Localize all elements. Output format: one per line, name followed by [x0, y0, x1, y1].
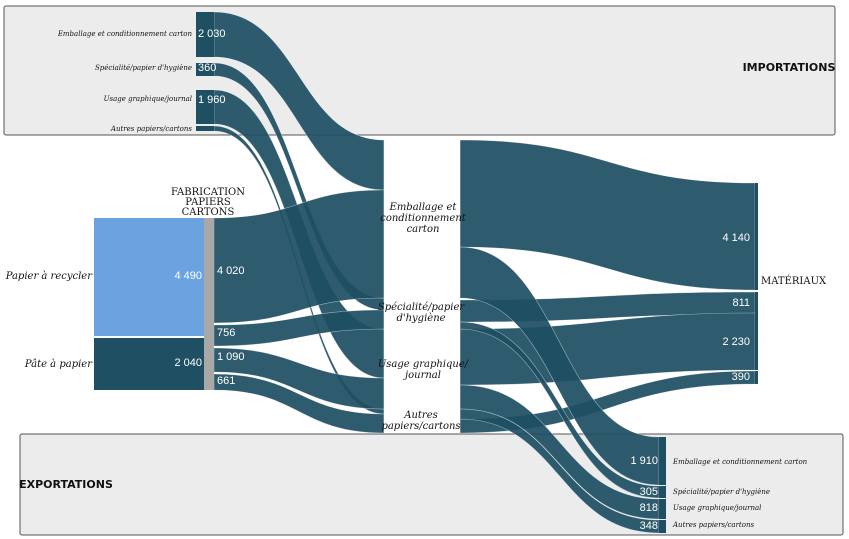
fabrication-header-line1: FABRICATION — [171, 187, 245, 198]
source-label-recycled: Papier à recycler — [5, 271, 94, 282]
fabrication-bar — [204, 218, 214, 390]
materials-label: MATÉRIAUX — [761, 275, 827, 287]
materials-value-2: 811 — [732, 297, 750, 309]
flow-layer — [213, 11, 756, 534]
fabrication-header-line3: CARTONS — [182, 207, 235, 218]
import-label-specialite: Spécialité/papier d'hygiène — [95, 64, 192, 72]
materials-node-1 — [755, 292, 758, 314]
middle-label-specialite-1: Spécialité/papier — [378, 302, 466, 313]
middle-node-0 — [383, 139, 461, 299]
source-label-pulp: Pâte à papier — [24, 359, 93, 370]
node-layer — [94, 12, 758, 533]
export-label-specialite: Spécialité/papier d'hygiène — [673, 488, 770, 496]
import-node-0 — [196, 12, 214, 57]
import-label-graphique: Usage graphique/journal — [104, 95, 192, 103]
export-value-autres: 348 — [640, 520, 658, 532]
flow-fab-autres — [213, 373, 385, 434]
flow-fab-graphique — [213, 347, 385, 410]
import-node-1 — [196, 63, 214, 76]
materials-node-0 — [755, 183, 758, 290]
import-label-emballage: Emballage et conditionnement carton — [57, 30, 193, 38]
export-value-emballage: 1 910 — [630, 455, 658, 467]
exports-panel-title: EXPORTATIONS — [19, 478, 113, 491]
import-value-specialite: 360 — [198, 62, 216, 74]
exports-panel — [19, 433, 844, 536]
middle-node-1 — [383, 297, 461, 330]
flow-fab-emballage — [213, 189, 385, 324]
import-label-autres: Autres papiers/cartons — [110, 125, 192, 133]
fabrication-value-autres: 661 — [217, 375, 235, 387]
export-value-graphique: 818 — [640, 502, 658, 514]
import-node-2 — [196, 90, 214, 124]
source-value-pulp: 2 040 — [174, 357, 202, 369]
import-value-emballage: 2 030 — [198, 28, 226, 40]
materials-value-1: 4 140 — [722, 232, 750, 244]
source-node-pulp — [94, 338, 204, 390]
export-node-3 — [659, 520, 666, 533]
middle-node-3 — [383, 408, 461, 434]
middle-label-autres-2: papiers/cartons — [381, 421, 460, 432]
middle-label-autres-1: Autres — [403, 410, 438, 421]
flow-fab-specialite — [213, 309, 385, 347]
export-node-0 — [659, 437, 666, 485]
import-node-3 — [196, 126, 214, 131]
export-value-specialite: 305 — [640, 486, 658, 498]
materials-node-3 — [755, 371, 758, 384]
export-node-1 — [659, 486, 666, 498]
middle-label-emballage-3: carton — [407, 224, 440, 235]
fabrication-value-specialite: 756 — [217, 327, 235, 339]
fabrication-value-emballage: 4 020 — [217, 265, 245, 277]
materials-value-4: 390 — [732, 371, 750, 383]
middle-label-specialite-2: d'hygiène — [396, 313, 445, 324]
export-node-2 — [659, 499, 666, 519]
fabrication-header-line2: PAPIERS — [185, 197, 231, 208]
middle-label-graphique-1: Usage graphique/ — [378, 359, 470, 370]
materials-value-3: 2 230 — [722, 336, 750, 348]
export-label-graphique: Usage graphique/journal — [673, 504, 761, 512]
fabrication-value-graphique: 1 090 — [217, 351, 245, 363]
source-value-recycled: 4 490 — [174, 270, 202, 282]
middle-label-emballage-2: conditionnement — [380, 213, 467, 224]
middle-label-emballage-1: Emballage et — [389, 202, 458, 213]
export-label-autres: Autres papiers/cartons — [672, 521, 754, 529]
middle-node-2 — [383, 328, 461, 410]
import-value-graphique: 1 960 — [198, 94, 226, 106]
middle-label-graphique-2: journal — [403, 370, 441, 381]
source-node-recycled — [94, 218, 204, 336]
export-label-emballage: Emballage et conditionnement carton — [672, 458, 808, 466]
materials-node-2 — [755, 313, 758, 370]
imports-panel-title: IMPORTATIONS — [743, 61, 836, 74]
